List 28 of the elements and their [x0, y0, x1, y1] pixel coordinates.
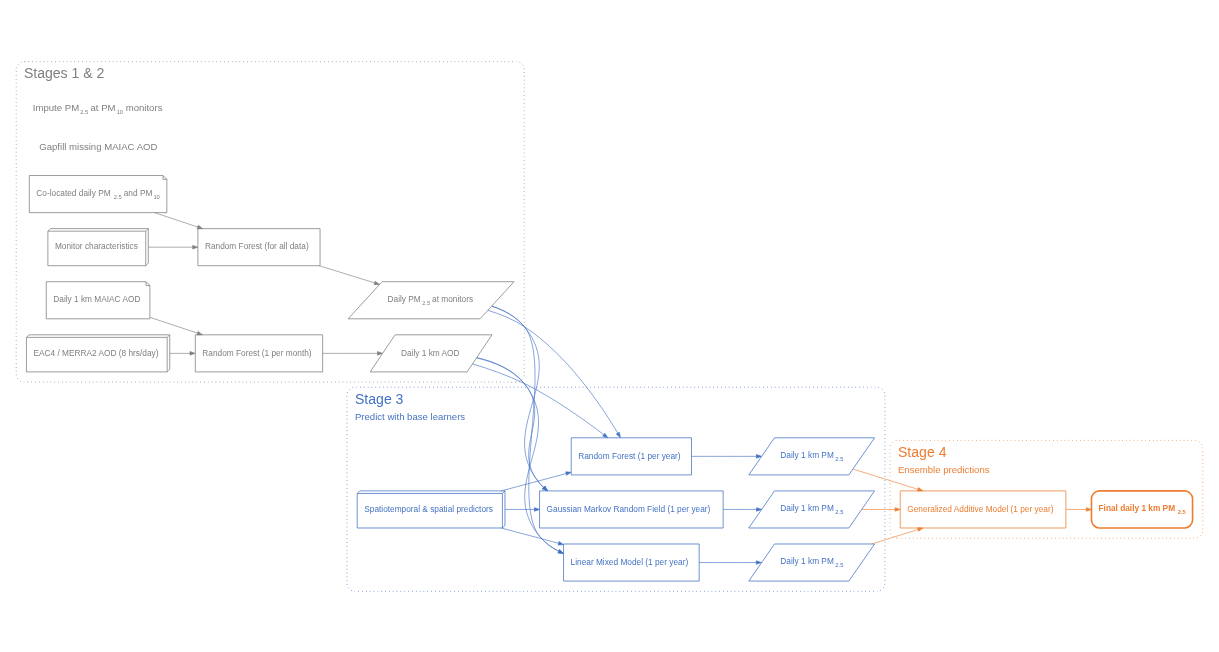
arrow	[861, 506, 901, 512]
node-box: Random Forest (1 per month)	[194, 333, 323, 372]
arrow	[852, 468, 924, 491]
arrow	[1065, 506, 1092, 512]
node-box: Generalized Additive Model (1 per year)	[899, 490, 1067, 528]
label: Impute PM$_{2.5}$ at PM$_{10}$ monitors	[32, 101, 163, 115]
arrow	[698, 559, 762, 565]
label: Gapfill missing MAIAC AOD	[39, 140, 158, 152]
arrow	[154, 211, 203, 229]
arrow	[504, 506, 540, 512]
arrow	[691, 453, 762, 458]
arrow	[149, 316, 203, 335]
arrow	[501, 527, 564, 545]
arrow	[148, 244, 199, 249]
node-box: Random Forest (for all data)	[197, 227, 321, 266]
node-box: Linear Mixed Model (1 per year)	[563, 543, 700, 581]
node-box: Gaussian Markov Random Field (1 per year)	[539, 490, 724, 528]
arrow	[322, 350, 383, 355]
arrow	[723, 506, 762, 512]
arrow	[487, 309, 621, 438]
arrow	[319, 264, 380, 285]
arrow	[871, 527, 924, 544]
arrow	[476, 356, 564, 554]
node-box: Final daily 1 km PM$_{2.5}$	[1090, 489, 1194, 529]
arrow	[472, 363, 609, 438]
node-box: Random Forest (1 per year)	[570, 436, 692, 475]
arrow	[491, 305, 564, 554]
arrow	[169, 350, 196, 355]
